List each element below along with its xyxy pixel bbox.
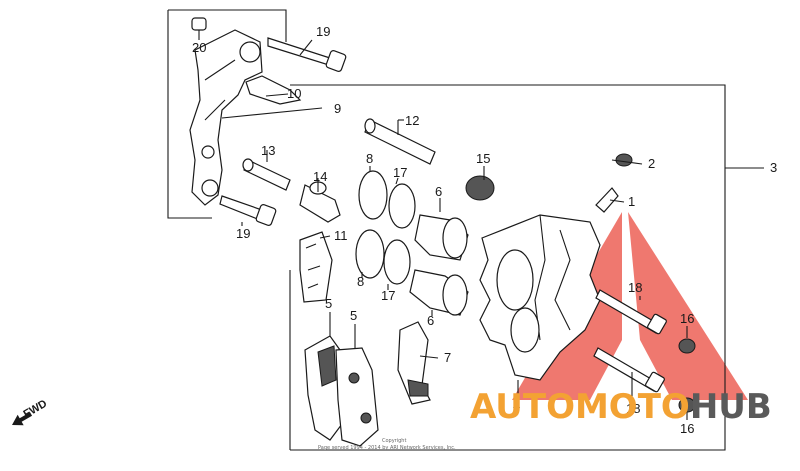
callout-6-top: 6 (435, 184, 442, 199)
watermark-part-2: HUB (690, 387, 772, 427)
callout-3: 3 (770, 160, 777, 175)
caliper-body (479, 214, 601, 381)
callout-12: 12 (405, 113, 419, 128)
pins-18 (593, 289, 667, 393)
shim-7 (397, 321, 431, 405)
callout-10: 10 (287, 86, 301, 101)
callout-9: 9 (334, 101, 341, 116)
pad-spring-10 (245, 75, 302, 105)
callout-16-top: 16 (680, 311, 694, 326)
pin-13 (242, 158, 291, 191)
callout-18-bottom: 18 (626, 401, 640, 416)
callout-2: 2 (648, 156, 655, 171)
callout-5-right: 5 (350, 308, 357, 323)
bolt-19-bottom (219, 195, 277, 226)
pistons (409, 214, 469, 316)
caliper-bracket (189, 29, 263, 206)
copyright-line-1: Copyright (382, 438, 406, 444)
retainer-11 (299, 231, 333, 303)
callout-20: 20 (192, 40, 206, 55)
copyright-line-2: Page served 1994 - 2014 by ARI Network S… (318, 445, 456, 451)
bleeder-valve (595, 153, 633, 213)
callout-8-top: 8 (366, 151, 373, 166)
callout-7: 7 (444, 350, 451, 365)
callout-6-bottom: 6 (427, 313, 434, 328)
callout-8-bottom: 8 (357, 274, 364, 289)
pin-12 (364, 118, 436, 165)
bolt-20 (191, 17, 207, 36)
caps-16 (678, 338, 696, 413)
callout-5-left: 5 (325, 296, 332, 311)
callout-14: 14 (313, 169, 327, 184)
callout-16-bottom: 16 (680, 421, 694, 436)
leader-lines (198, 36, 764, 420)
watermark-text: AUTOMOTOHUB (470, 387, 772, 427)
callout-15: 15 (476, 151, 490, 166)
bolt-19-top (267, 37, 347, 72)
fwd-arrow (12, 412, 33, 426)
callout-19-top: 19 (316, 24, 330, 39)
callout-11: 11 (334, 228, 348, 243)
callout-1: 1 (628, 194, 635, 209)
callout-17-top: 17 (393, 165, 407, 180)
callout-17-bottom: 17 (381, 288, 395, 303)
brake-pads (304, 335, 379, 447)
boot-14 (299, 181, 341, 223)
cap-15 (465, 175, 495, 201)
callout-19-bottom: 19 (236, 226, 250, 241)
callout-labels: 20 19 9 10 12 13 14 15 2 3 1 8 17 6 11 8… (192, 24, 777, 436)
callout-18-top: 18 (628, 280, 642, 295)
assembly-frame (167, 9, 726, 451)
fwd-label: FWD (22, 398, 50, 421)
callout-4: 4 (513, 398, 520, 413)
watermark-part-1: AUTOMOTO (470, 387, 690, 427)
seals (355, 170, 416, 285)
callout-13: 13 (261, 143, 275, 158)
